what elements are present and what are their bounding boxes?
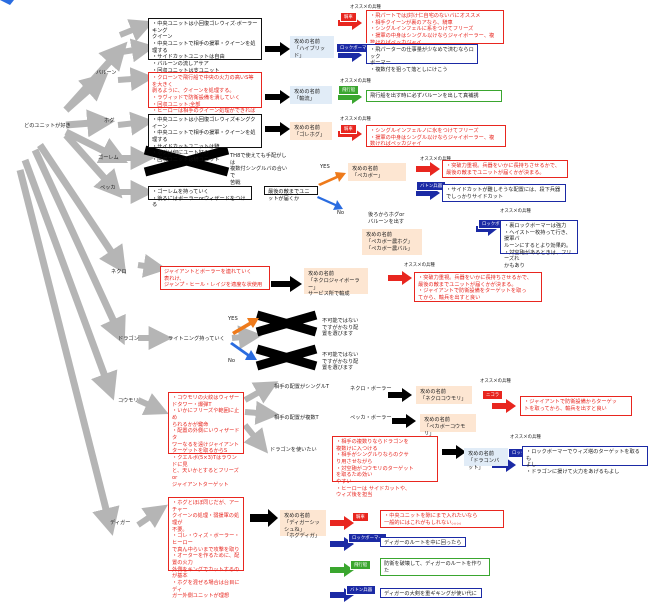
osusume-label: オススメの兵種	[480, 379, 511, 384]
result-pekabo-hog-baru: 攻めの名前 「ペカボー農ホグ」 「ペカボー農バル」	[362, 229, 422, 255]
tree-lines	[16, 41, 129, 536]
strategy-box-cowrie: ・コウモリの火紋はウィザードタワー・爆弾T ・いかにフリーズや範囲に止め られる…	[168, 392, 244, 488]
tag-hikousen: 飛行船	[338, 85, 360, 95]
tag-baton: バトン兵器	[346, 585, 377, 595]
result-ryuryu: 攻めの名前 「輸流」	[290, 86, 332, 104]
branch-cowrie: コウモリ	[118, 398, 139, 404]
no-arrow-blue	[317, 196, 343, 210]
branch-pekka: ペッカ	[100, 185, 116, 191]
osusume-label: オススメの兵種	[350, 5, 381, 10]
dragon-note-yes: 不可能ではない ですがかなり配 置を選びます	[322, 318, 359, 338]
result-necro: 攻めの名前 「ネクロジャイボーラー」 サービス所で輸成	[304, 268, 368, 297]
branch-dragon: ドラゴン	[118, 336, 139, 342]
osusume-label: オススメの兵種	[404, 263, 435, 268]
tag-kisha: 騎車	[340, 12, 357, 22]
question-reach: 最後の敵までユニットが届くか	[264, 186, 318, 202]
question-lightning: ライトニング持っていく	[168, 336, 225, 342]
label-no: No	[337, 210, 345, 216]
x-marks	[143, 145, 318, 371]
yes-arrow-orange	[318, 172, 346, 186]
no-arrow-blue-2	[230, 342, 257, 360]
answer-pekka-bora: ペッカ・ボーラー	[350, 415, 392, 421]
result-peka-kou: 攻めの名前 「ペカボーコウモリ」	[420, 414, 476, 437]
result-dragon-bat: 攻めの名前 「ドラコンバット」	[464, 448, 508, 471]
strategy-box-digger: ・ホグとほぼ同じだが、アーチャー クイーンの処理・弱援軍の処理が 不要。 ・ゴレ…	[168, 497, 244, 599]
question-multi: 相手の配置が複数T	[274, 415, 319, 421]
question-single: 相手の配置がシングルT	[274, 384, 330, 390]
osusume-label: オススメの兵種	[420, 157, 451, 162]
strategy-box-necro: ジャイアントとボーラーを連れていく 表れけ、 ジャンプ・ヒール・レイジを適度な状…	[160, 266, 270, 290]
label-yes-2: YES	[228, 316, 238, 322]
osusume-label: オススメの兵種	[500, 209, 531, 214]
tag-kisha: 騎車	[352, 512, 369, 522]
rec-pekabo-hog-blue: ・裏ロックボーマーは強力 ・ヘイスト一枚持って行き、援軍バ ルーンにするとより効…	[500, 220, 578, 269]
rec-digger-red: ・中央ユニットを隙にまで入れたいなら 一般的にはこれがもしれない。。。。	[380, 510, 504, 528]
question-dragon: ドラゴンを使いたい	[270, 447, 317, 453]
rec-gorehog-red: ・シングルインフェルノに氷をつけてフリーズ ・援軍の中身はシングル以けならジャイ…	[366, 125, 506, 147]
branch-golem: ゴーレム	[98, 155, 119, 161]
rec-cowrie-red: ・ジャイアントで防衛設備からターゲッ トを取ってから、輸兵を出すと良い	[520, 396, 632, 416]
rec-dragon-blue: ・ロックボーマーでウィズ塔のターゲットを取るも よし ・ドラゴンに援けて火力をあ…	[522, 446, 648, 475]
osusume-label: オススメの兵種	[340, 117, 371, 122]
rec-hybrid-blue: ・飛パーターの仕事量が少なめで済むならロック ボーマー ・複数付を狙って落としに…	[366, 44, 478, 73]
label-yes: YES	[320, 164, 330, 170]
result-hybrid: 攻めの名前 「ハイブリッド」	[290, 36, 334, 59]
branch-hog: ホグ	[104, 118, 115, 124]
alt-hog-baloon: 後ろからホグor バルーンを出す	[368, 212, 405, 225]
dragon-note-no: 不可能ではない ですがかなり配 置を選びます	[322, 352, 359, 372]
golem-note: TH8で使えても手配がしは 複数付シングルバの合いで 苦戦	[230, 153, 288, 186]
rec-necro-red: ・突破力重視。兵器をいかに長持ちさせるかで、 最後の敵までユニットが届くかが決ま…	[414, 272, 542, 302]
tag-hikousen: 飛行船	[350, 560, 372, 570]
rec-digger-blue-2: ディガーの大剣を重ギキングが使い代に	[380, 588, 482, 598]
tag-nikora: ニコラ	[482, 390, 504, 400]
strategy-box-pekka: ・ゴーレムを持っていく ・後ろにはボーラーorウィザードをつける	[148, 186, 252, 208]
rec-digger-blue: ディガーのルートを中に回ったら	[380, 537, 466, 547]
yes-arrow-orange-2	[232, 318, 259, 335]
rec-pekabo-blue: ・サイドカットが難しそうな配置には、段下兵器 でしっかりサイドカット	[442, 184, 566, 202]
result-gorehog: 攻めの名前 「ゴレホグ」	[290, 122, 332, 140]
branch-baloon: バルーン	[96, 70, 117, 76]
rec-ryuryu-green: 飛行船を出す時に必ずバルーンを出して真補誘	[366, 90, 502, 102]
branch-necro: ネクロ	[111, 269, 127, 275]
answer-necro-bora: ネクロ・ボーラー	[350, 386, 392, 392]
branch-digger: ディガー	[110, 520, 131, 526]
black-arrows	[250, 42, 466, 527]
branch-arrows	[117, 19, 280, 529]
rec-hybrid-red: ・飛パートではJ対け仁自宅のないバにオススメ ・相手クイーンが裏のアなら、騎車 …	[366, 10, 504, 46]
strategy-box-gorehog: ・中央ユニットは小回復ゴレウィズキングクイーン ・中央ユニットで相手の援軍・クイ…	[148, 114, 262, 163]
label-no-2: No	[228, 358, 236, 364]
strategy-box-ryuryu: ・クローンで飛行船で中央の火力の高いS等を大きく 剥るように、クイーンを処理する…	[148, 72, 262, 121]
osusume-label: オススメの兵種	[340, 79, 371, 84]
osusume-label: オススメの兵種	[510, 435, 541, 440]
result-pekabo: 攻めの名前 「ペカボー」	[348, 163, 406, 181]
tag-kisha: 騎車	[340, 124, 357, 134]
rec-digger-green: 防衛を破壊して、ディガーのルートを作りた	[380, 558, 490, 576]
root-question: どのユニットが好き	[24, 123, 71, 129]
result-necro-kou: 攻めの名前 「ネクロコウモリ」	[416, 386, 472, 404]
top-blue-arrow	[0, 0, 14, 5]
strategy-box-dragon: ・相手の複数りならドラゴンを 複数けに入つける ・相手がシングルりならのクサ り…	[332, 436, 438, 498]
strategy-box-hybrid: ・中央ユニットは小回復ゴレウィズ·ボーラーキング クイーン ・中央ユニットで相手…	[148, 18, 262, 74]
result-digger: 攻めの名前 「ディガーシッシュね」 「ホグディガ」	[280, 510, 326, 539]
rec-pekabo-red: ・突破力重視。兵器をいかに長持ちさせるかで、 最後の敵までユニットが届くかが決ま…	[442, 160, 568, 178]
